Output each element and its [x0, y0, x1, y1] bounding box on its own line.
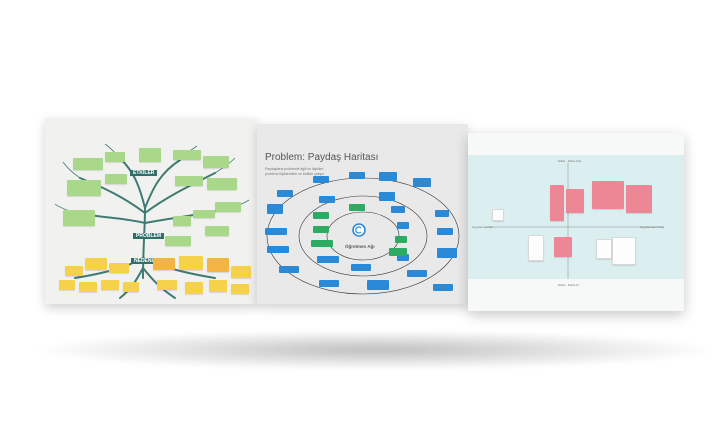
stakeholder-node	[279, 266, 299, 273]
center-stakeholder-label: Öğretmen Ağı	[345, 244, 375, 249]
stakeholder-node	[319, 280, 339, 287]
cause-note	[109, 263, 129, 273]
cause-note	[231, 266, 251, 278]
cause-note	[157, 280, 177, 290]
priority-note	[626, 185, 652, 213]
tree-label-causes: NEDENLER	[131, 258, 165, 264]
stakeholder-node	[277, 190, 293, 197]
effect-note	[105, 152, 125, 162]
core-stakeholder-node	[395, 236, 407, 243]
effect-note	[193, 210, 215, 218]
cause-note	[123, 282, 139, 292]
priority-note	[554, 237, 572, 257]
slide-impact-matrix: Etkisi - Daha Çok Etkisi - Daha Az Uygul…	[468, 133, 684, 311]
stakeholder-node	[367, 280, 389, 290]
stakeholder-node	[379, 172, 397, 181]
effect-note	[207, 178, 237, 190]
slide-stakeholder-map: Problem: Paydaş Haritası Paydaşlarla pro…	[257, 124, 468, 304]
tree-label-effects: ETKİLER	[130, 170, 158, 176]
stakeholder-node	[433, 284, 453, 291]
matrix-axes	[486, 163, 664, 279]
cause-note	[209, 280, 227, 292]
stakeholder-node	[397, 222, 409, 229]
effect-note	[67, 180, 101, 196]
cause-note	[179, 256, 203, 270]
stakeholder-node	[407, 270, 427, 277]
priority-note	[592, 181, 624, 209]
stakeholder-node	[267, 204, 283, 214]
core-stakeholder-node	[313, 212, 329, 219]
cause-note	[207, 258, 229, 272]
slide-title: Problem: Paydaş Haritası	[265, 152, 379, 163]
idea-note	[492, 209, 504, 221]
matrix-area	[468, 155, 684, 279]
priority-note	[566, 189, 584, 213]
idea-note	[528, 235, 544, 261]
panels-shadow	[30, 330, 720, 370]
priority-note	[550, 185, 564, 221]
slide-subtitle-2: problemi ilişkilendirin ve birlikte çalı…	[265, 172, 325, 176]
stakeholder-node	[317, 256, 339, 263]
stakeholder-node	[265, 228, 287, 235]
effect-note	[205, 226, 229, 236]
slide-subtitle-1: Paydaşlarla problemle ilgili ve ilişkile…	[265, 167, 324, 171]
axis-label-left: Uygulaması Zor	[472, 225, 494, 229]
effect-note	[203, 156, 229, 168]
stakeholder-node	[437, 228, 453, 235]
axis-label-top: Etkisi - Daha Çok	[558, 159, 582, 163]
idea-note	[612, 237, 636, 265]
idea-note	[596, 239, 612, 259]
tree-label-problem: PROBLEM	[133, 233, 164, 239]
stakeholder-node	[437, 248, 457, 258]
effect-note	[173, 216, 191, 226]
stakeholder-node	[267, 246, 289, 253]
core-stakeholder-node	[311, 240, 333, 247]
cause-note	[65, 266, 83, 276]
cause-note	[85, 258, 107, 270]
cause-note	[185, 282, 203, 294]
stakeholder-node	[413, 178, 431, 187]
stakeholder-node	[351, 264, 371, 271]
effect-note	[73, 158, 103, 170]
effect-note	[175, 176, 203, 186]
effect-note	[105, 174, 127, 184]
stakeholder-node	[349, 172, 365, 179]
stakeholder-node	[435, 210, 449, 217]
stakeholder-node	[319, 196, 335, 203]
cause-note	[59, 280, 75, 290]
stakeholder-node	[379, 192, 395, 201]
cause-note	[231, 284, 249, 294]
core-stakeholder-node	[389, 248, 407, 256]
core-stakeholder-node	[313, 226, 329, 233]
axis-label-bottom: Etkisi - Daha Az	[558, 283, 580, 287]
effect-note	[173, 150, 201, 160]
effect-note	[165, 236, 191, 246]
cause-note	[153, 258, 175, 270]
slide-problem-tree: ETKİLER PROBLEM NEDENLER	[45, 118, 257, 304]
cause-note	[79, 282, 97, 292]
effect-note	[139, 148, 161, 162]
core-stakeholder-node	[349, 204, 365, 211]
stakeholder-node	[313, 176, 329, 183]
effect-note	[63, 210, 95, 226]
axis-label-right: Uygulaması Kolay	[640, 225, 665, 229]
cause-note	[101, 280, 119, 290]
stakeholder-node	[397, 254, 409, 261]
effect-note	[215, 202, 241, 212]
stakeholder-node	[391, 206, 405, 213]
